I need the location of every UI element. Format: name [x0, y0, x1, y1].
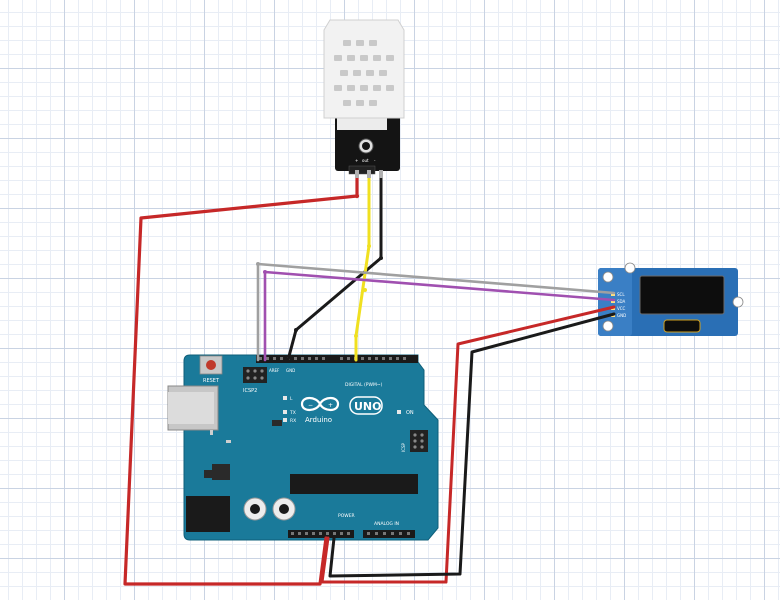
- capacitor-1-top: [250, 504, 260, 514]
- arduino-logo: − +: [300, 396, 340, 412]
- on-led: [397, 410, 401, 414]
- analog-header: [363, 530, 415, 538]
- icsp2-header: [243, 367, 267, 383]
- smd-part-b: [226, 440, 231, 443]
- power-jack: [186, 496, 230, 532]
- digital-header-pins: [259, 357, 406, 360]
- digital-header: [256, 355, 418, 363]
- sensor-vents: [334, 40, 394, 106]
- wire-gray-scl: [256, 262, 616, 362]
- oled-ribbon: [663, 319, 701, 333]
- bottom-header-pins: [291, 532, 410, 535]
- oled-mount-hole-bl: [602, 320, 614, 332]
- on-label: ON: [406, 410, 414, 416]
- atmega-chip: [290, 474, 418, 494]
- icsp-label: ICSP: [401, 442, 406, 452]
- sensor-pins: [355, 170, 383, 178]
- wire-black-oled-gnd: [328, 312, 616, 578]
- capacitor-2-top: [279, 504, 289, 514]
- l-led: [283, 396, 287, 400]
- uno-logo-text: UNO: [354, 400, 382, 413]
- wire-purple-sda: [263, 270, 616, 362]
- dht22-sensor: + out -: [323, 19, 405, 175]
- voltage-regulator: [212, 464, 230, 480]
- sensor-pin-out: out: [362, 158, 369, 163]
- analog-label: ANALOG IN: [374, 521, 399, 527]
- regulator-tab: [204, 470, 214, 478]
- arduino-uno-board: RESET ICSP2 AREF GND DIGITAL (PWM~) − + …: [167, 354, 439, 541]
- rx-label: RX: [290, 418, 296, 424]
- svg-text:−: −: [308, 402, 313, 409]
- oled-mount-hole-r: [732, 296, 744, 308]
- smd-chip: [272, 420, 282, 426]
- sensor-body-base: [337, 116, 387, 130]
- icsp2-label: ICSP2: [243, 388, 257, 394]
- wire-yellow-sensor-data: [354, 172, 371, 362]
- oled-pin-scl: SCL: [617, 292, 625, 297]
- wire-joints: [256, 193, 383, 338]
- oled-pin-vcc: VCC: [617, 306, 626, 311]
- sensor-pin-header: [348, 165, 376, 175]
- tx-label: TX: [289, 410, 296, 416]
- oled-display-module: SCL SDA VCC GND: [598, 262, 744, 336]
- wire-red-sensor-vcc: [123, 172, 359, 586]
- reset-button-cap: [206, 360, 216, 370]
- oled-mount-hole-t: [624, 262, 636, 274]
- l-label: L: [290, 396, 293, 402]
- aref-label: AREF: [269, 368, 280, 373]
- gnd-label: GND: [286, 368, 295, 373]
- oled-screen: [639, 275, 725, 315]
- wire-red-oled-vcc: [320, 305, 616, 584]
- smd-part-a: [210, 430, 213, 435]
- svg-text:+: +: [328, 402, 333, 409]
- wire-black-sensor-gnd: [286, 172, 383, 362]
- digital-label: DIGITAL (PWM~): [345, 382, 383, 388]
- tx-led: [283, 410, 287, 414]
- rx-led: [283, 418, 287, 422]
- arduino-brand-text: Arduino: [305, 416, 332, 424]
- power-label: POWER: [338, 513, 355, 519]
- icsp-header: [410, 430, 428, 452]
- sensor-pin-minus: -: [374, 158, 376, 163]
- oled-pin-gnd: GND: [617, 313, 626, 318]
- sensor-pin-plus: +: [355, 158, 358, 163]
- uno-badge: [349, 396, 383, 415]
- oled-pin-sda: SDA: [617, 299, 626, 304]
- sensor-mount-hole-inner: [362, 142, 370, 150]
- usb-connector-inner: [168, 392, 214, 424]
- reset-label: RESET: [203, 378, 220, 384]
- oled-mount-hole-tl: [602, 271, 614, 283]
